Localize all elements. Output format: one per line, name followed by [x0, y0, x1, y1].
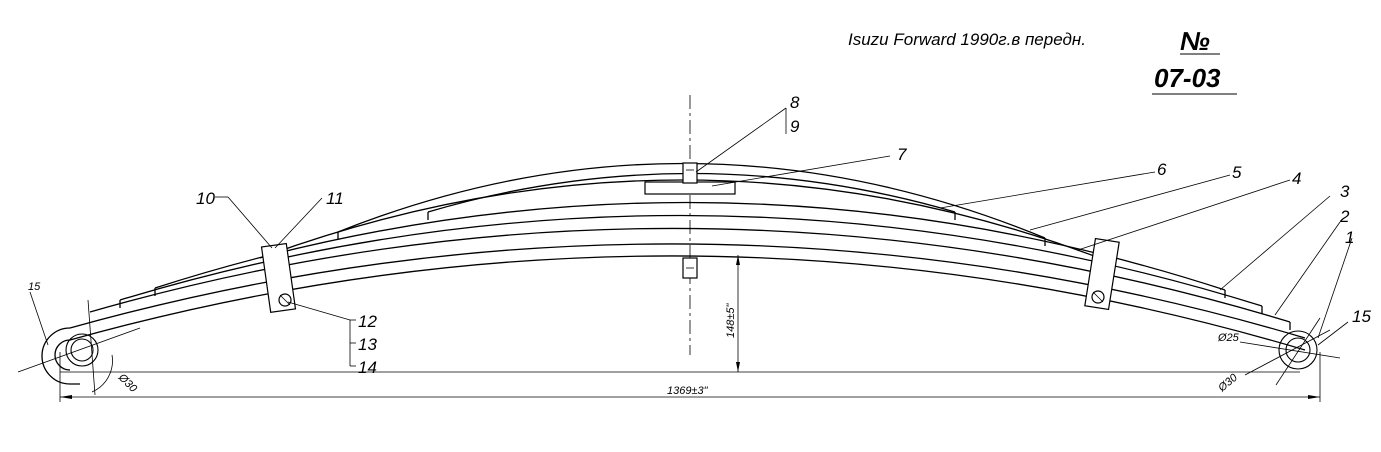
right-bushing — [1285, 337, 1311, 363]
drawing-title: Isuzu Forward 1990г.в передн. — [848, 30, 1086, 49]
callout-15-right: 15 — [1352, 307, 1371, 326]
callout-10: 10 — [196, 189, 215, 208]
left-bushing-inner — [70, 338, 94, 362]
height-dimension: 148±5" — [725, 302, 737, 338]
left-clamp — [260, 242, 297, 314]
leader-15-left — [29, 291, 49, 346]
leader-5 — [1029, 174, 1231, 231]
callout-14: 14 — [358, 358, 377, 377]
title-block: Isuzu Forward 1990г.в передн. № 07-03 — [848, 26, 1237, 95]
left-eye-dim-arc — [91, 354, 113, 393]
callout-11: 11 — [326, 189, 344, 208]
dimension-texts: 1369±3" 148±5" Ø30 Ø25 Ø30 — [115, 302, 1240, 397]
right-eye-dim-line — [1244, 329, 1331, 376]
left-eye-outer — [41, 327, 80, 385]
leader-lines — [29, 107, 1353, 367]
left-eye-inner-wrap — [54, 339, 71, 371]
right-eye-centerline — [1239, 341, 1341, 359]
center-bolt-assembly — [644, 95, 736, 355]
callout-1: 1 — [1345, 228, 1354, 247]
left-eye-centerline — [17, 327, 141, 373]
leader-7 — [711, 155, 891, 187]
right-eye — [1239, 317, 1341, 386]
callout-9: 9 — [790, 117, 800, 136]
callout-12: 12 — [358, 312, 377, 331]
right-eye-axis — [1275, 317, 1321, 386]
leader-15-right — [1317, 321, 1349, 346]
callout-7: 7 — [897, 145, 907, 164]
leader-3 — [1219, 195, 1331, 291]
left-eye-diameter: Ø30 — [115, 371, 140, 396]
number-sign: № — [1180, 26, 1210, 56]
dimension-lines — [59, 255, 1321, 402]
leader-12 — [287, 301, 351, 321]
leader-2 — [1274, 221, 1341, 316]
callout-4: 4 — [1292, 169, 1301, 188]
leader-10 — [227, 196, 273, 249]
leader-6 — [939, 171, 1156, 209]
callout-8: 8 — [790, 93, 800, 112]
leaf-1-bottom — [69, 255, 1306, 351]
left-bushing-outer — [65, 333, 99, 367]
center-plate — [644, 181, 736, 195]
callout-numbers: 1 2 3 4 5 6 7 8 9 10 11 12 13 14 15 15 — [28, 93, 1371, 377]
right-eye-outer — [1278, 330, 1318, 370]
length-dimension: 1369±3" — [667, 385, 709, 397]
callout-13: 13 — [358, 335, 377, 354]
left-eye-axis — [87, 299, 96, 396]
right-clamp — [1084, 237, 1120, 311]
right-eye-diameter: Ø30 — [1215, 371, 1240, 395]
leader-1 — [1317, 237, 1353, 339]
drawing-number: 07-03 — [1154, 63, 1221, 93]
callout-5: 5 — [1232, 163, 1242, 182]
right-bushing-diameter: Ø25 — [1217, 332, 1240, 344]
callout-2: 2 — [1339, 207, 1350, 226]
left-eye — [17, 299, 141, 396]
callout-3: 3 — [1340, 182, 1350, 201]
leaf-1-top — [69, 243, 1306, 339]
center-nut — [682, 162, 698, 184]
leader-4 — [1077, 179, 1291, 251]
callout-6: 6 — [1157, 160, 1167, 179]
leader-8 — [695, 107, 787, 173]
leader-11 — [274, 197, 323, 249]
callout-15-left: 15 — [28, 281, 41, 293]
